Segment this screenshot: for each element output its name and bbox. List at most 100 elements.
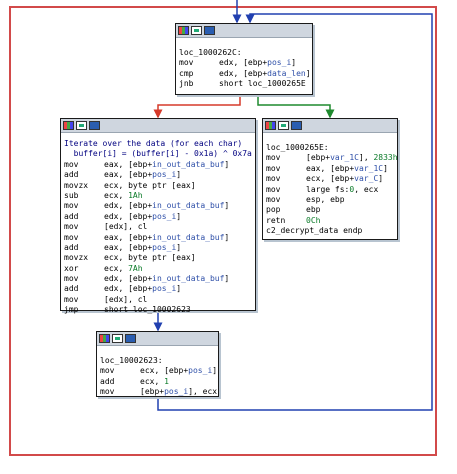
instruction-line[interactable]: mov eax, [ebp+in_out_data_buf] (64, 233, 252, 243)
instruction-mnemonic: add (64, 170, 79, 180)
operand-text: edx, [ebp+ (104, 201, 153, 211)
operand-text: esp, ebp (306, 194, 345, 204)
operand-variable[interactable]: in_out_data_buf (152, 201, 225, 211)
instruction-line[interactable]: mov[ebp+pos_i], ecx (100, 387, 217, 397)
operand-text: ebp (306, 205, 321, 215)
operand-text: ecx, [ebp+ (140, 366, 189, 376)
operand-text: ] (224, 232, 230, 242)
operand-variable[interactable]: pos_i (152, 242, 177, 252)
operand-text: ] (212, 366, 218, 376)
basic-block-loop-body[interactable]: Iterate over the data (for each char) bu… (60, 118, 256, 314)
operand-text: eax, [ebp+ (104, 232, 153, 242)
instruction-mnemonic: add (64, 211, 79, 221)
block-label[interactable]: loc_1000262C: (179, 48, 242, 57)
operand-variable[interactable]: var_1C (330, 153, 359, 163)
graph-overview-icon[interactable] (112, 334, 123, 343)
operand-text: ] (176, 242, 182, 252)
block-body: Iterate over the data (for each char) bu… (61, 133, 255, 318)
operand-variable[interactable]: in_out_data_buf (152, 232, 225, 242)
instruction-line[interactable]: mov[edx], cl (64, 295, 252, 305)
instruction-line[interactable]: add eax, [ebp+pos_i] (64, 170, 252, 180)
operand-text: ] (176, 170, 182, 180)
text-view-icon[interactable] (291, 121, 302, 130)
operand-text: short loc_1000265E (219, 79, 306, 89)
graph-overview-icon[interactable] (278, 121, 289, 130)
operand-variable[interactable]: pos_i (152, 284, 177, 294)
operand-text: edx, [ebp+ (219, 58, 268, 68)
operand-variable[interactable]: in_out_data_buf (152, 159, 225, 169)
operand-text: ecx, (140, 376, 165, 386)
block-label[interactable]: loc_10002623: (100, 356, 163, 365)
operand-variable[interactable]: var_1C (354, 163, 384, 173)
operand-variable[interactable]: pos_i (267, 58, 292, 68)
operand-text: eax, [ebp+ (104, 170, 153, 180)
node-color-icon[interactable] (178, 26, 189, 35)
instruction-line[interactable]: mov[ebp+var_1C], 2833h (266, 153, 398, 163)
operand-text: ecx, (104, 263, 129, 273)
node-color-icon[interactable] (99, 334, 110, 343)
node-color-icon[interactable] (265, 121, 276, 130)
operand-variable[interactable]: in_out_data_buf (152, 274, 225, 284)
block-label[interactable]: loc_1000265E: (266, 143, 329, 152)
operand-text: large fs: (306, 184, 350, 194)
instruction-mnemonic: cmp (179, 68, 194, 78)
operand-variable[interactable]: data_len (267, 68, 306, 78)
operand-variable[interactable]: pos_i (152, 170, 177, 180)
text-view-icon[interactable] (125, 334, 136, 343)
text-view-icon[interactable] (204, 26, 215, 35)
operand-text: eax, [ebp+ (104, 159, 153, 169)
text-view-icon[interactable] (89, 121, 100, 130)
graph-overview-icon[interactable] (76, 121, 87, 130)
graph-overview-icon[interactable] (191, 26, 202, 35)
instruction-mnemonic: mov (64, 232, 79, 242)
operand-text: ] (176, 284, 182, 294)
instruction-mnemonic: mov (266, 163, 281, 173)
operand-text: ecx, (104, 190, 129, 200)
instruction-line[interactable]: jnb short loc_1000265E (179, 79, 309, 89)
operand-number: 2833h (373, 153, 398, 163)
operand-text: ] (176, 211, 182, 221)
operand-variable[interactable]: var_C (354, 174, 379, 184)
instruction-mnemonic: jnb (179, 79, 194, 89)
node-color-icon[interactable] (63, 121, 74, 130)
operand-variable[interactable]: pos_i (152, 211, 177, 221)
operand-text: edx, [ebp+ (104, 274, 153, 284)
instruction-mnemonic: xor (64, 263, 79, 273)
operand-text: edx, [ebp+ (219, 68, 268, 78)
operand-text: short loc_10002623 (104, 305, 191, 315)
instruction-line[interactable]: mov[edx], cl (64, 222, 252, 232)
operand-variable[interactable]: pos_i (164, 387, 189, 397)
instruction-mnemonic: mov (64, 274, 79, 284)
operand-text: [ebp+ (306, 153, 331, 163)
operand-text: ] (224, 274, 230, 284)
instruction-line[interactable]: mov edx, [ebp+in_out_data_buf] (64, 274, 252, 284)
operand-variable[interactable]: pos_i (188, 366, 213, 376)
loop-back-edge (157, 13, 433, 411)
instruction-mnemonic: movzx (64, 253, 89, 263)
